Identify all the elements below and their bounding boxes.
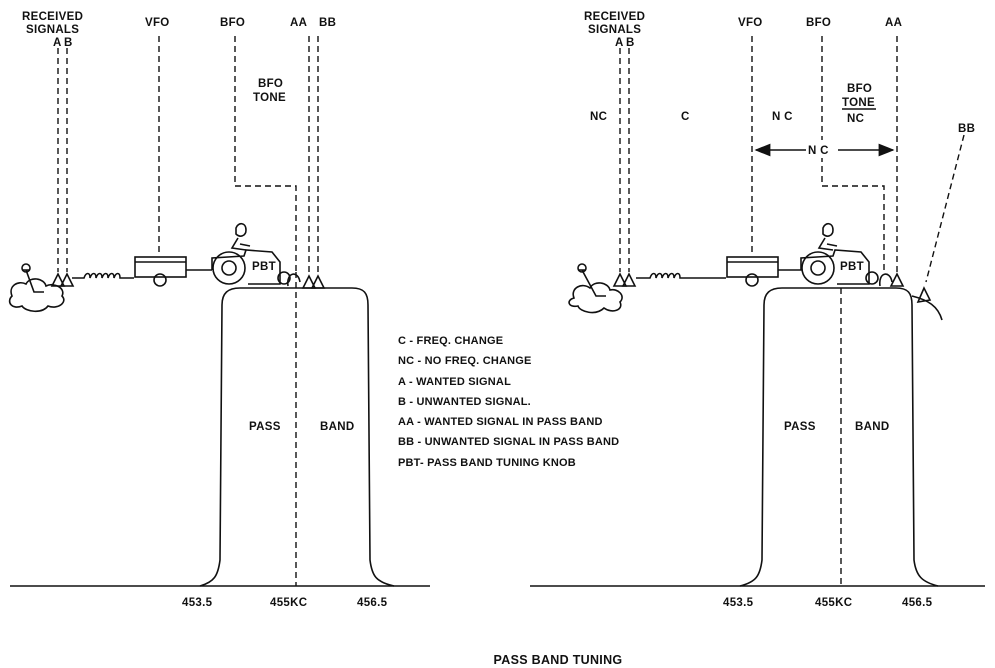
right-panel: N C RECEIVED SIGNALS A B VFO BFO AA BB N… — [530, 11, 985, 609]
right-nc-span-label: N C — [808, 145, 829, 157]
left-band-label: BAND — [320, 421, 354, 433]
diagram-title: PASS BAND TUNING — [494, 653, 623, 667]
right-passband-curve — [740, 288, 938, 586]
left-bfo-tone-label-2: TONE — [253, 92, 286, 104]
left-bfo-tone-label-1: BFO — [258, 78, 283, 90]
left-driver-icon — [232, 224, 250, 250]
left-vfo-label: VFO — [145, 17, 170, 29]
right-bb-label: BB — [958, 123, 975, 135]
right-signal-a-label: A — [615, 37, 624, 49]
left-bfo-line — [235, 36, 296, 272]
left-bfo-label: BFO — [220, 17, 245, 29]
left-panel: RECEIVED SIGNALS A B VFO BFO AA BB BFO T… — [10, 11, 430, 609]
left-passband-curve — [200, 288, 394, 586]
left-spring-icon — [72, 274, 134, 279]
left-tick-455kc: 455KC — [270, 597, 307, 609]
right-vfo-label: VFO — [738, 17, 763, 29]
right-c-label: C — [681, 111, 690, 123]
left-cloud-illustration — [10, 279, 64, 311]
legend-item-pbt: PBT- PASS BAND TUNING KNOB — [398, 457, 576, 469]
left-pass-label: PASS — [249, 421, 281, 433]
right-bfo-tone-label-1: BFO — [847, 83, 872, 95]
right-signal-b-label: B — [626, 37, 635, 49]
left-signal-b-label: B — [64, 37, 73, 49]
right-received-label-1: RECEIVED — [584, 11, 645, 23]
right-tick-456-5: 456.5 — [902, 597, 933, 609]
right-spring-icon — [636, 274, 726, 279]
right-pbt-knob-label: PBT — [840, 261, 864, 273]
left-trailer-wheel-icon — [154, 274, 166, 286]
right-bb-swing-arc — [912, 296, 942, 320]
legend-item-a: A - WANTED SIGNAL — [398, 376, 511, 388]
left-crank-icon — [22, 270, 44, 292]
left-tick-453-5: 453.5 — [182, 597, 213, 609]
right-bfo-label: BFO — [806, 17, 831, 29]
right-cloud-illustration — [569, 283, 622, 313]
left-tick-456-5: 456.5 — [357, 597, 388, 609]
legend-item-nc: NC - NO FREQ. CHANGE — [398, 355, 532, 367]
left-aa-label: AA — [290, 17, 307, 29]
legend-item-c: C - FREQ. CHANGE — [398, 335, 503, 347]
legend-item-aa: AA - WANTED SIGNAL IN PASS BAND — [398, 416, 603, 428]
left-signal-a-label: A — [53, 37, 62, 49]
legend-item-bb: BB - UNWANTED SIGNAL IN PASS BAND — [398, 436, 619, 448]
right-bfo-tone-label-3: NC — [847, 113, 864, 125]
right-triangle-aa-icon — [891, 274, 903, 286]
right-driver-icon — [819, 224, 837, 250]
right-nc-mid-label: N C — [772, 111, 793, 123]
legend-item-b: B - UNWANTED SIGNAL. — [398, 396, 531, 408]
right-pass-label: PASS — [784, 421, 816, 433]
right-tick-455kc: 455KC — [815, 597, 852, 609]
right-bb-line — [926, 135, 964, 282]
left-pbt-knob-label: PBT — [252, 261, 276, 273]
right-received-label-2: SIGNALS — [588, 24, 641, 36]
right-band-label: BAND — [855, 421, 889, 433]
right-nc-left-label: NC — [590, 111, 607, 123]
right-tick-453-5: 453.5 — [723, 597, 754, 609]
legend: C - FREQ. CHANGE NC - NO FREQ. CHANGE A … — [398, 335, 619, 469]
right-pbt-knob-icon — [880, 274, 892, 286]
right-tractor-front-wheel-icon — [866, 272, 878, 284]
left-received-label-1: RECEIVED — [22, 11, 83, 23]
left-received-label-2: SIGNALS — [26, 24, 79, 36]
left-bb-label: BB — [319, 17, 336, 29]
right-bfo-tone-label-2: TONE — [842, 97, 875, 109]
right-aa-label: AA — [885, 17, 902, 29]
right-trailer-wheel-icon — [746, 274, 758, 286]
